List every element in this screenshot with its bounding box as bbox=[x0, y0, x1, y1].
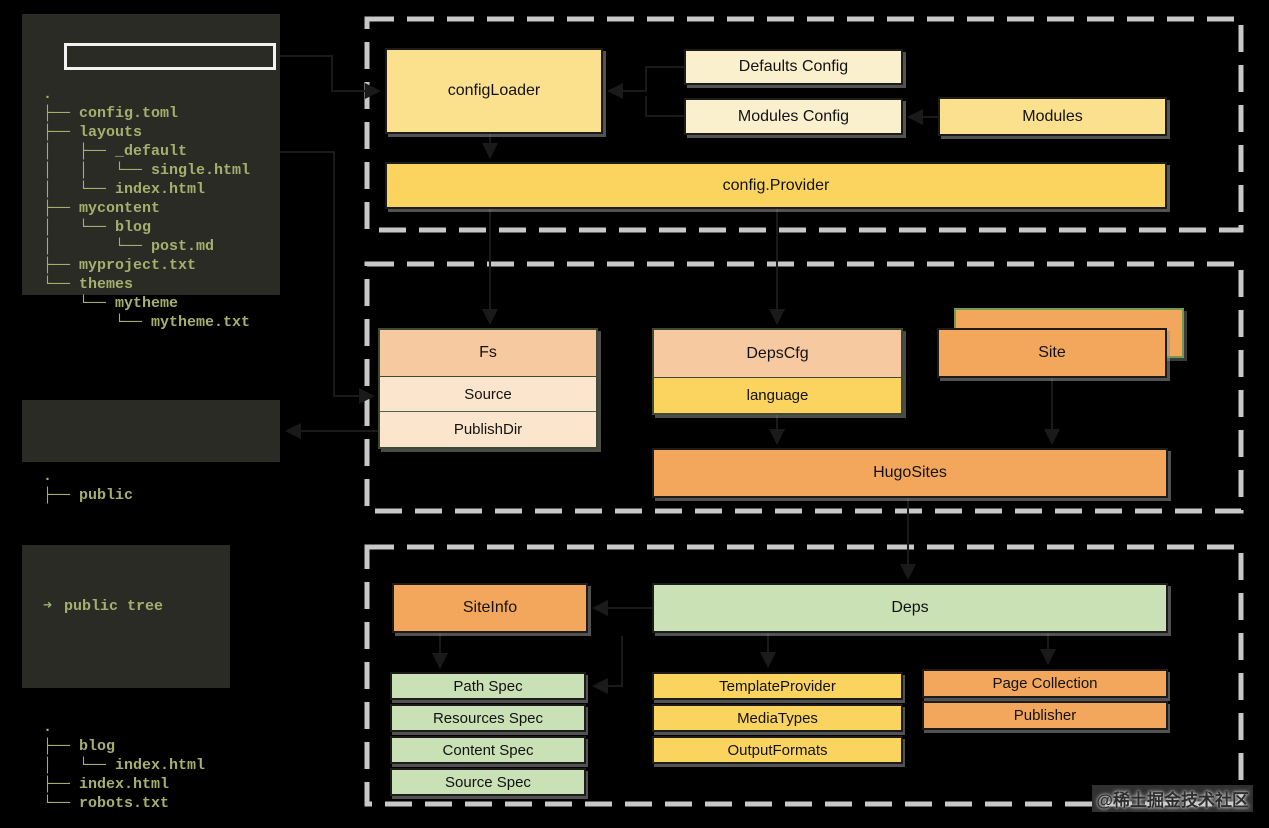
arrow-deps-to-pathspec bbox=[592, 636, 623, 694]
config-group-border bbox=[364, 16, 1244, 233]
tree-line: │ └── blog bbox=[43, 219, 152, 236]
tree-line: └── robots.txt bbox=[43, 795, 170, 812]
configloader-box: configLoader bbox=[385, 48, 603, 134]
spec-row: Resources Spec bbox=[390, 704, 586, 732]
spec-row: Path Spec bbox=[390, 672, 586, 700]
prompt-arrow-icon: ➜ bbox=[43, 598, 53, 615]
tree-line: ├── blog bbox=[43, 738, 116, 755]
tree-line: . bbox=[43, 719, 53, 736]
fs-table-row: PublishDir bbox=[380, 412, 596, 447]
fs-table-row: Source bbox=[380, 377, 596, 412]
tree-line: │ │ └── single.html bbox=[43, 162, 251, 179]
spec-row: Source Spec bbox=[390, 768, 586, 796]
config-provider-box: config.Provider bbox=[385, 162, 1167, 209]
tree-line: ├── config.toml bbox=[43, 105, 179, 122]
page-row: Publisher bbox=[922, 701, 1168, 730]
arrow-mycontent-to-source bbox=[280, 151, 375, 404]
terminal-public-tree: ➜ public tree . ├── blog │ └── index.html ├─… bbox=[22, 545, 230, 812]
fs-table-header: Fs bbox=[380, 330, 596, 377]
provider-row: TemplateProvider bbox=[652, 672, 903, 700]
tree-line: ├── mycontent bbox=[43, 200, 161, 217]
defaults-config-box: Defaults Config bbox=[684, 49, 903, 85]
arrow-configtoml-to-configloader bbox=[277, 55, 381, 99]
tree-line: ├── layouts bbox=[43, 124, 143, 141]
tree-line: . bbox=[43, 468, 53, 485]
tree-line: . bbox=[43, 86, 53, 103]
siteinfo-box: SiteInfo bbox=[392, 583, 588, 633]
tree-line: ├── index.html bbox=[43, 776, 170, 793]
tree-line: └── themes bbox=[43, 276, 134, 293]
arrow-modulesconfig-to-configloader bbox=[645, 96, 684, 117]
tree-line: │ └── index.html bbox=[43, 757, 206, 774]
depscfg-table-row: language bbox=[654, 378, 901, 413]
modules-config-box: Modules Config bbox=[684, 98, 903, 135]
modules-box: Modules bbox=[938, 97, 1167, 136]
tree-line: │ └── post.md bbox=[43, 238, 215, 255]
page-row: Page Collection bbox=[922, 669, 1168, 698]
public-tree-lines: . ├── blog │ └── index.html ├── index.html └… bbox=[43, 661, 230, 813]
tree-line: ├── myproject.txt bbox=[43, 257, 197, 274]
provider-row: OutputFormats bbox=[652, 736, 903, 764]
site-box: Site bbox=[937, 328, 1167, 378]
depscfg-table: DepsCfg language bbox=[652, 328, 903, 415]
spec-row: Content Spec bbox=[390, 736, 586, 764]
provider-row: MediaTypes bbox=[652, 704, 903, 732]
shell-prompt-row: ➜ public tree bbox=[43, 597, 230, 616]
shell-command: public tree bbox=[64, 598, 164, 615]
tree-line: └── mytheme bbox=[43, 295, 179, 312]
watermark: @稀土掘金技术社区 bbox=[1092, 785, 1253, 812]
arrow-defaultsconfig-to-configloader bbox=[607, 66, 684, 99]
tree-line: │ ├── _default bbox=[43, 143, 188, 160]
hugosites-box: HugoSites bbox=[652, 448, 1168, 498]
tree-line: └── mytheme.txt bbox=[43, 314, 251, 331]
depscfg-table-header: DepsCfg bbox=[654, 330, 901, 378]
terminal-public-root: . ├── public bbox=[22, 400, 280, 504]
deps-box: Deps bbox=[652, 583, 1168, 633]
deps-group-border bbox=[364, 544, 1244, 807]
terminal-project-tree: . ├── config.toml ├── layouts │ ├── _defaul… bbox=[22, 14, 280, 331]
tree-line: ├── public bbox=[43, 487, 134, 504]
depscfg-table-rows: language bbox=[654, 378, 901, 413]
tree-line: │ └── index.html bbox=[43, 181, 206, 198]
